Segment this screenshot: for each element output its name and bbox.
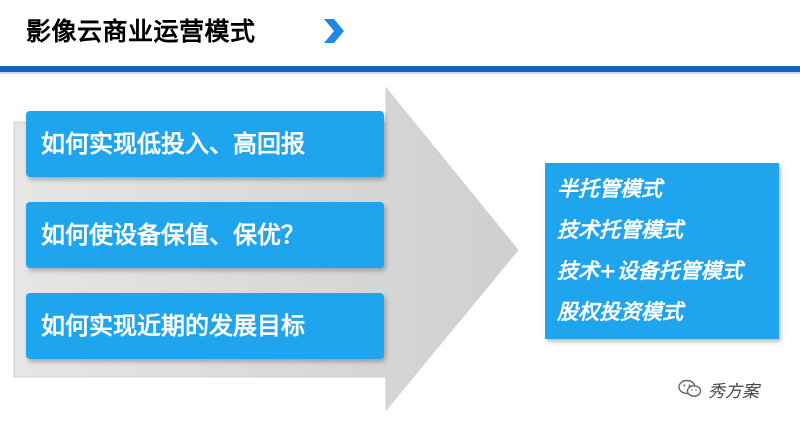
mode-item: 股权投资模式 xyxy=(557,300,683,324)
question-box-3: 如何实现近期的发展目标 xyxy=(26,293,384,359)
page-title: 影像云商业运营模式 xyxy=(26,17,256,46)
mode-item: 技术+设备托管模式 xyxy=(557,259,743,283)
mode-item: 技术托管模式 xyxy=(557,218,683,242)
chevron-right-icon xyxy=(324,19,344,43)
title-divider xyxy=(0,66,800,72)
modes-panel: 半托管模式 技术托管模式 技术+设备托管模式 股权投资模式 xyxy=(545,163,779,339)
watermark-text: 秀方案 xyxy=(708,381,759,402)
question-box-1: 如何实现低投入、高回报 xyxy=(26,111,384,177)
title-divider-shadow xyxy=(0,72,800,74)
question-box-2: 如何使设备保值、保优？ xyxy=(26,202,384,268)
mode-item: 半托管模式 xyxy=(557,177,662,201)
wechat-icon xyxy=(678,379,702,397)
watermark: 秀方案 xyxy=(678,377,759,402)
